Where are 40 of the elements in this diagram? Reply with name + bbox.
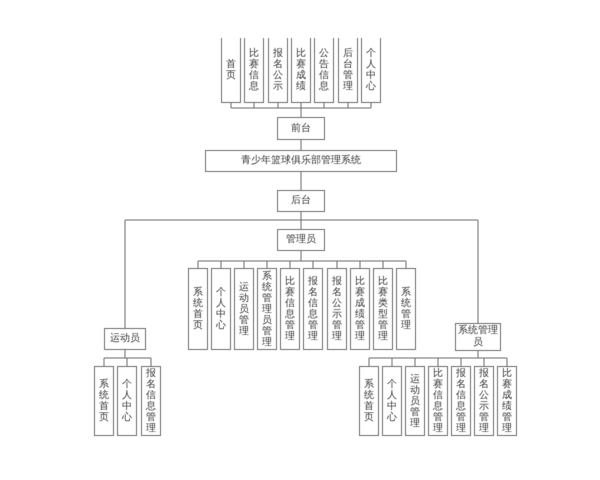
role-box: 系统管理员 — [455, 323, 501, 351]
module-box: 个人中心 — [211, 268, 231, 350]
module-box: 公告信息 — [314, 38, 334, 103]
module-box: 运动员管理 — [234, 268, 254, 350]
module-box: 系统首页 — [94, 366, 114, 436]
connector-line — [198, 250, 406, 268]
module-box: 报名信息管理 — [303, 268, 323, 350]
module-box: 报名公示管理 — [474, 366, 494, 436]
connector-line — [124, 212, 478, 328]
module-box: 比赛成绩 — [291, 38, 311, 103]
module-box: 比赛类型管理 — [373, 268, 393, 350]
category-box: 前台 — [277, 117, 325, 140]
module-box: 比赛信息 — [244, 38, 264, 103]
system-box: 青少年篮球俱乐部管理系统 — [205, 150, 397, 172]
module-box: 比赛成绩管理 — [350, 268, 370, 350]
module-box: 报名公示管理 — [327, 268, 347, 350]
module-box: 报名公示 — [268, 38, 288, 103]
connector-line — [230, 102, 372, 118]
module-box: 系统首页 — [188, 268, 208, 350]
module-box: 系统管理员管理 — [257, 268, 277, 350]
connector-line — [300, 140, 302, 150]
module-box: 个人中心 — [117, 366, 137, 436]
module-box: 首页 — [221, 38, 241, 103]
module-box: 系统管理 — [396, 268, 416, 350]
module-box: 比赛成绩管理 — [497, 366, 517, 436]
category-box: 后台 — [277, 190, 325, 212]
module-box: 报名信息管理 — [451, 366, 471, 436]
module-box: 系统首页 — [359, 366, 379, 436]
module-box: 比赛信息管理 — [280, 268, 300, 350]
connector-line — [300, 172, 302, 190]
connector-line — [104, 350, 152, 366]
module-box: 报名信息管理 — [141, 366, 161, 436]
module-box: 比赛信息管理 — [428, 366, 448, 436]
connector-line — [368, 350, 508, 366]
module-box: 后台管理 — [338, 38, 358, 103]
module-box: 个人中心 — [382, 366, 402, 436]
module-box: 个人中心 — [361, 38, 381, 103]
role-box: 运动员 — [104, 328, 146, 350]
role-box: 管理员 — [277, 229, 325, 251]
module-box: 运动员管理 — [405, 366, 425, 436]
